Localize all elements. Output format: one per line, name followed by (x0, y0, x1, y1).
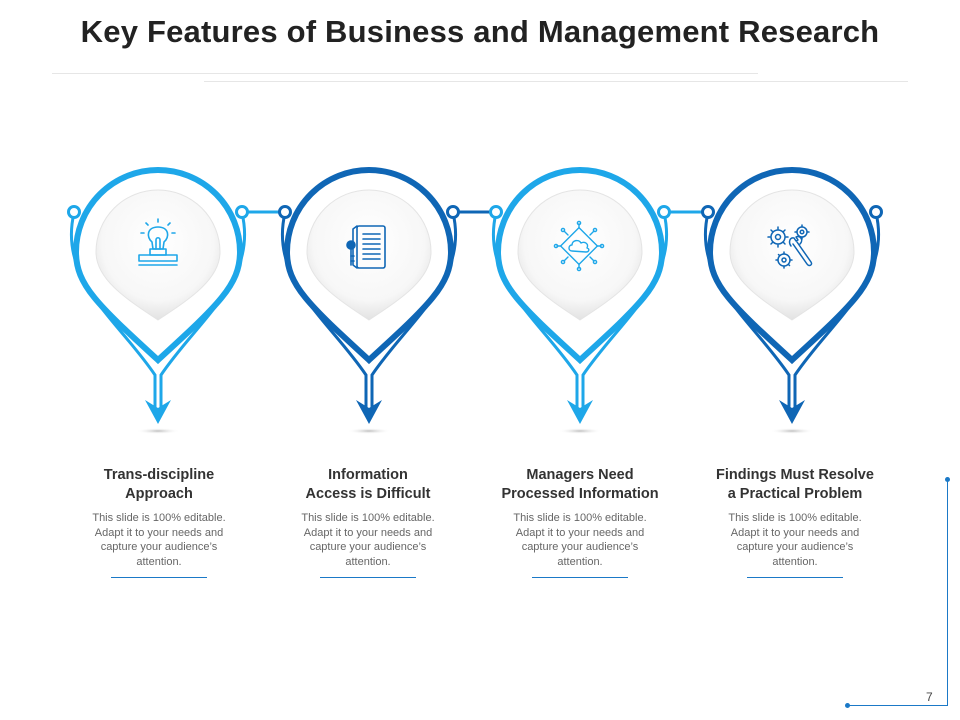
feature-description: This slide is 100% editable. Adapt it to… (92, 512, 226, 568)
pin-tendril-left (69, 212, 157, 408)
page-number: 7 (926, 690, 933, 704)
pin-tendril-right (581, 212, 669, 408)
title-divider (52, 73, 758, 74)
corner-line-horizontal (848, 705, 948, 706)
feature-underline (111, 577, 207, 578)
pin-tendril-left (491, 212, 579, 408)
corner-line-vertical (947, 479, 948, 705)
feature-underline (532, 577, 628, 578)
feature-description: This slide is 100% editable. Adapt it to… (513, 512, 647, 568)
corner-dot-top (945, 477, 950, 482)
pin-inner-drop (517, 189, 643, 321)
pin-tendril-right (793, 212, 881, 408)
pin-shadow (558, 428, 602, 434)
pin-node-left (489, 205, 503, 219)
feature-underline (747, 577, 843, 578)
pin-shadow (136, 428, 180, 434)
feature-heading-line1: Managers Need (526, 467, 634, 483)
feature-card: Information Access is Difficult This sli… (268, 466, 468, 578)
feature-description: This slide is 100% editable. Adapt it to… (728, 512, 862, 568)
feature-card: Findings Must Resolve a Practical Proble… (695, 466, 895, 578)
pin-arrowhead (145, 400, 171, 424)
feature-card: Managers Need Processed Information This… (480, 466, 680, 578)
feature-description: This slide is 100% editable. Adapt it to… (301, 512, 435, 568)
feature-heading-line2: a Practical Problem (727, 486, 863, 502)
pin-arrowhead (356, 400, 382, 424)
pin-tendril-left (280, 212, 368, 408)
pin-diagram (67, 167, 883, 434)
pin-shadow (770, 428, 814, 434)
pin-node-right (869, 205, 883, 219)
feature-heading-line1: Trans-discipline (103, 467, 215, 483)
key-document-icon (346, 225, 386, 269)
pin-arrowhead (567, 400, 593, 424)
pin-node-left (67, 205, 81, 219)
pin-node-right (235, 205, 249, 219)
slide-title: Key Features of Business and Management … (80, 14, 880, 49)
pin-node-right (657, 205, 671, 219)
cloud-circuit-icon (553, 220, 605, 272)
feature-heading-line1: Information (328, 467, 408, 483)
feature-heading-line1: Findings Must Resolve (716, 467, 874, 483)
pin-node-left (278, 205, 292, 219)
feature-heading-line2: Processed Information (501, 486, 659, 502)
pin-node-left (701, 205, 715, 219)
title-divider-secondary (204, 81, 908, 82)
pin-node-right (446, 205, 460, 219)
pin-tendril-right (370, 212, 458, 408)
corner-dot-left (845, 703, 850, 708)
pin-inner-drop (729, 189, 855, 321)
lightbulb-stamp-icon (138, 218, 178, 266)
feature-heading-line2: Access is Difficult (305, 486, 431, 502)
feature-card: Trans-discipline Approach This slide is … (59, 466, 259, 578)
pin-shadow (347, 428, 391, 434)
pin-inner-drop (306, 189, 432, 321)
feature-underline (320, 577, 416, 578)
pin-tendril-left (703, 212, 791, 408)
pin-arrowhead (779, 400, 805, 424)
feature-heading-line2: Approach (125, 486, 193, 502)
pin-tendril-right (159, 212, 247, 408)
gears-wrench-icon (767, 224, 813, 269)
